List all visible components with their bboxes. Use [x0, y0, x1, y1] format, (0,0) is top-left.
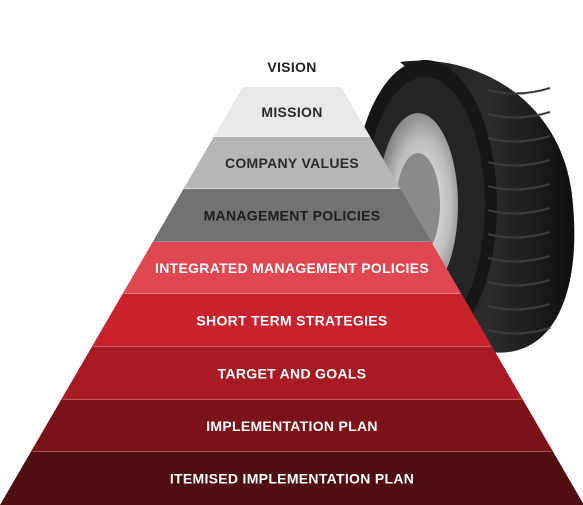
pyramid-level-shape — [152, 189, 432, 242]
pyramid-level: IMPLEMENTATION PLAN — [30, 400, 554, 453]
pyramid-level: MISSION — [213, 87, 371, 138]
pyramid-level-label: COMPANY VALUES — [225, 155, 359, 171]
pyramid-level-shape — [30, 400, 554, 452]
tread-groove — [487, 279, 551, 287]
pyramid-level-shape — [122, 242, 462, 294]
pyramid-level: INTEGRATED MANAGEMENT POLICIES — [122, 242, 462, 295]
pyramid-level: MANAGEMENT POLICIES — [152, 189, 432, 243]
pyramid-level: COMPANY VALUES — [183, 137, 401, 190]
pyramid-level: SHORT TERM STRATEGIES — [91, 294, 493, 348]
tread-groove — [487, 111, 551, 119]
tread-grooves — [487, 87, 551, 335]
tread-groove — [487, 327, 551, 335]
tread-groove — [487, 255, 551, 263]
pyramid-level-label: INTEGRATED MANAGEMENT POLICIES — [155, 260, 429, 276]
pyramid-level-shape — [60, 347, 524, 400]
pyramid-level-shape — [183, 137, 401, 189]
tread-groove — [487, 183, 551, 191]
pyramid-level-label: MISSION — [261, 104, 322, 120]
pyramid-level-label: ITEMISED IMPLEMENTATION PLAN — [170, 471, 414, 487]
pyramid-level: VISION — [242, 2, 342, 88]
pyramid-level: TARGET AND GOALS — [60, 347, 524, 401]
pyramid-level-shape — [0, 452, 583, 505]
pyramid-level-label: IMPLEMENTATION PLAN — [206, 418, 378, 434]
tread-groove — [487, 231, 551, 239]
pyramid-level: ITEMISED IMPLEMENTATION PLAN — [0, 452, 583, 505]
tread-groove — [487, 303, 551, 311]
pyramid-level-label: VISION — [267, 59, 316, 75]
pyramid-level-shape — [91, 294, 493, 347]
pyramid-level-label: SHORT TERM STRATEGIES — [196, 313, 387, 329]
tread-groove — [487, 159, 551, 167]
pyramid-level-shape — [242, 2, 342, 87]
pyramid-level-label: MANAGEMENT POLICIES — [204, 208, 381, 224]
tread-groove — [487, 207, 551, 215]
pyramid-level-label: TARGET AND GOALS — [218, 366, 367, 382]
tread-groove — [487, 135, 551, 143]
pyramid-level-shape — [213, 87, 371, 137]
tread-groove — [487, 87, 551, 95]
